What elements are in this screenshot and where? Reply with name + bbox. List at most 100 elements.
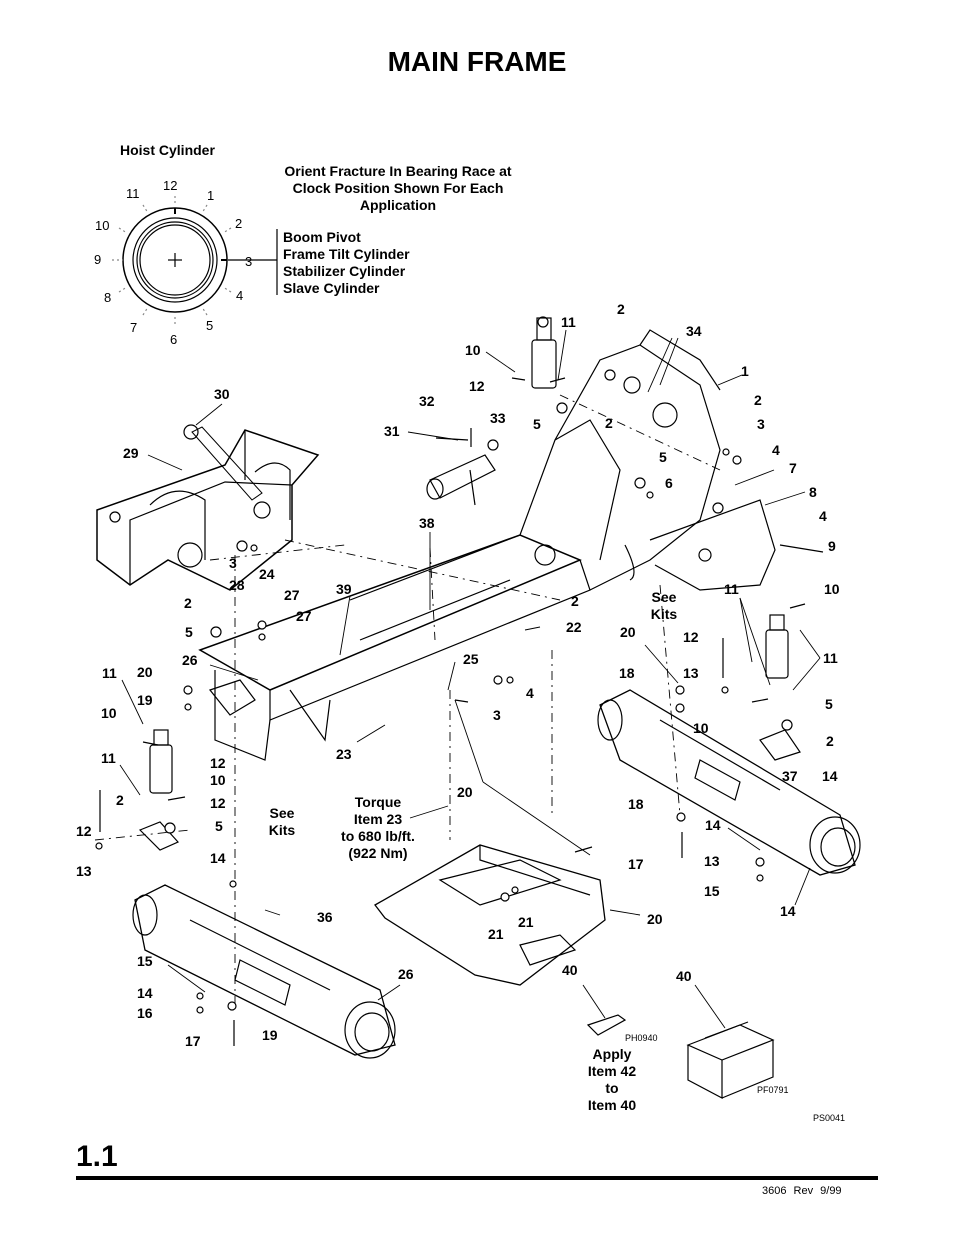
clock-number: 3 — [245, 254, 252, 269]
callout-number: 12 — [210, 795, 226, 811]
apply-note: Apply Item 42 to Item 40 — [572, 1046, 652, 1114]
callout-number: 14 — [705, 817, 721, 833]
callout-number: 18 — [628, 796, 644, 812]
callout-number: 11 — [823, 650, 838, 666]
callout-number: 17 — [628, 856, 644, 872]
application-item: Slave Cylinder — [283, 280, 380, 296]
callout-number: 27 — [284, 587, 300, 603]
application-item: Frame Tilt Cylinder — [283, 246, 410, 262]
pivot-bracket — [138, 821, 179, 851]
callout-number: 39 — [336, 581, 352, 597]
callout-number: 2 — [184, 595, 192, 611]
apply-note-line: to — [605, 1080, 619, 1096]
leader-lines — [119, 329, 821, 1029]
callout-number: 20 — [457, 784, 473, 800]
callout-number: 23 — [336, 746, 352, 762]
application-item: Stabilizer Cylinder — [283, 263, 406, 279]
callout-number: 34 — [686, 323, 702, 339]
callout-number: 2 — [605, 415, 613, 431]
callout-number: 13 — [683, 665, 699, 681]
callout-number: 40 — [676, 968, 692, 984]
callout-number: 1 — [741, 363, 749, 379]
callout-number: 11 — [102, 665, 117, 681]
bearing-strap — [191, 426, 263, 501]
frame-tilt-cylinder — [426, 454, 496, 506]
callout-number: 13 — [76, 863, 92, 879]
pivot-bracket — [759, 729, 801, 761]
see-kits-note: See Kits — [268, 805, 296, 838]
callout-number: 3 — [757, 416, 765, 432]
rear-frame-weldment — [96, 429, 320, 591]
callout-number: 4 — [526, 685, 534, 701]
torque-note-line: Torque — [354, 794, 402, 810]
clock-number: 4 — [236, 288, 243, 303]
callout-number: 32 — [419, 393, 435, 409]
image-code: PS0041 — [813, 1113, 846, 1123]
callout-number: 20 — [647, 911, 663, 927]
clock-number: 6 — [170, 332, 177, 347]
clock-number: 10 — [95, 218, 109, 233]
callout-number: 33 — [490, 410, 506, 426]
callout-number: 2 — [754, 392, 762, 408]
callout-number: 3 — [493, 707, 501, 723]
callout-number: 27 — [296, 608, 312, 624]
front-axle-assembly — [597, 689, 861, 876]
callout-number: 14 — [780, 903, 796, 919]
image-code: PF0791 — [757, 1085, 789, 1095]
callout-number: 14 — [137, 985, 153, 1001]
apply-note-line: Item 42 — [587, 1063, 637, 1079]
callout-number: 26 — [182, 652, 198, 668]
apply-note-line: Apply — [592, 1046, 632, 1062]
callout-number: 5 — [659, 449, 667, 465]
callout-number: 5 — [825, 696, 833, 712]
torque-note: Torque Item 23 to 680 lb/ft. (922 Nm) — [338, 794, 418, 862]
callout-number: 40 — [562, 962, 578, 978]
callout-number: 21 — [518, 914, 534, 930]
callout-number: 30 — [214, 386, 230, 402]
callout-number: 17 — [185, 1033, 201, 1049]
clock-number: 9 — [94, 252, 101, 267]
hardware-fasteners — [95, 402, 793, 1014]
apply-note-line: Item 40 — [587, 1097, 637, 1113]
callout-number: 10 — [693, 720, 709, 736]
callout-number: 2 — [571, 593, 579, 609]
parts-box — [686, 1021, 775, 1099]
callout-number: 15 — [137, 953, 153, 969]
callout-number: 20 — [620, 624, 636, 640]
callout-number: 14 — [822, 768, 838, 784]
callout-number: 19 — [137, 692, 153, 708]
callout-number: 2 — [617, 301, 625, 317]
callout-number: 3 — [229, 555, 237, 571]
see-kits-note: See Kits — [650, 589, 678, 622]
callout-number: 5 — [185, 624, 193, 640]
orient-note-line: Clock Position Shown For Each — [292, 180, 504, 196]
image-code: PH0940 — [625, 1033, 658, 1043]
orient-note-line: Application — [359, 197, 437, 213]
callout-number: 11 — [724, 581, 739, 597]
callout-number: 12 — [469, 378, 485, 394]
stabilizer-cylinder-right — [765, 614, 789, 679]
section-number: 1.1 — [76, 1140, 118, 1173]
torque-note-line: Item 23 — [353, 811, 403, 827]
callout-number: 4 — [772, 442, 780, 458]
torque-note-line: to 680 lb/ft. — [341, 828, 415, 844]
clock-number: 5 — [206, 318, 213, 333]
callout-number: 15 — [704, 883, 720, 899]
hoist-cylinder-label: Hoist Cylinder — [120, 142, 215, 158]
callout-number: 5 — [533, 416, 541, 432]
callout-number: 20 — [137, 664, 153, 680]
callout-number: 19 — [262, 1027, 278, 1043]
callout-number: 24 — [259, 566, 275, 582]
callout-number: 5 — [215, 818, 223, 834]
callout-numbers: 1 2 2 2 2 2 2 2 3 3 3 4 4 4 5 5 5 5 5 6 … — [76, 301, 840, 1049]
callout-number: 11 — [561, 314, 576, 330]
callout-number: 12 — [76, 823, 92, 839]
callout-number: 16 — [137, 1005, 153, 1021]
callout-number: 7 — [789, 460, 797, 476]
hoist-cylinder — [531, 316, 557, 389]
callout-number: 12 — [210, 755, 226, 771]
clock-number: 7 — [130, 320, 137, 335]
callout-number: 10 — [101, 705, 117, 721]
revision-code: 3606 Rev 9/99 — [762, 1185, 842, 1197]
